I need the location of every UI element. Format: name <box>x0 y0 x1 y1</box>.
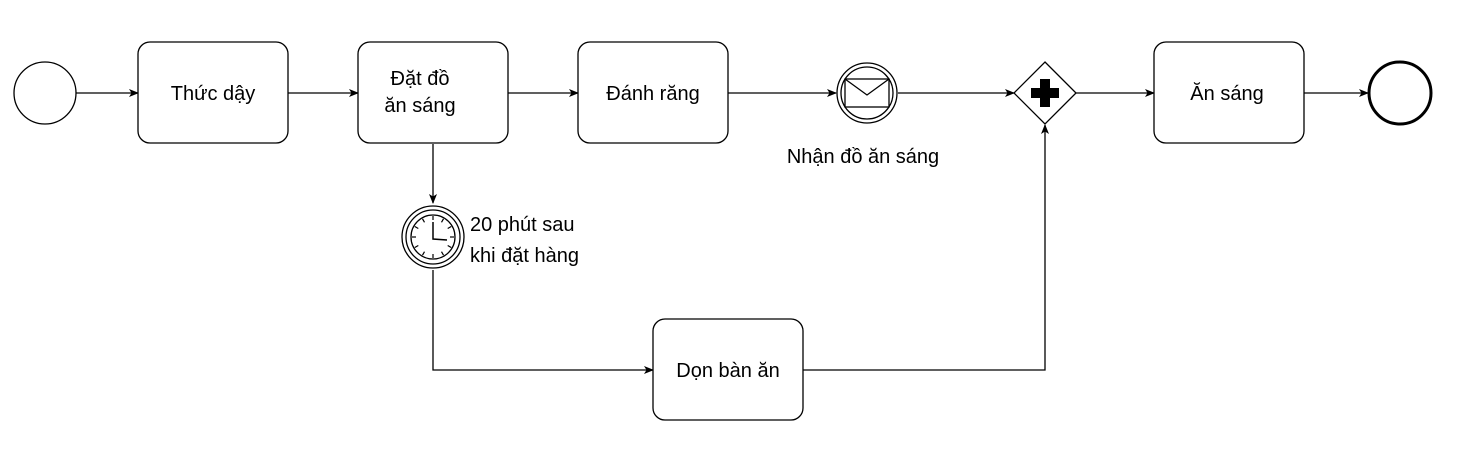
task-brush-teeth[interactable]: Đánh răng <box>577 41 729 144</box>
envelope-icon <box>844 78 890 108</box>
task-order-breakfast[interactable]: Đặt đồ ăn sáng <box>357 41 509 144</box>
task-order-breakfast-label-line2: ăn sáng <box>384 95 455 117</box>
message-event-label: Nhận đồ ăn sáng <box>787 146 939 168</box>
task-wake-up[interactable]: Thức dậy <box>137 41 289 144</box>
end-event[interactable] <box>1367 60 1433 126</box>
timer-event-label-line2: khi đặt hàng <box>470 245 579 267</box>
task-eat-breakfast-label: Ăn sáng <box>1190 82 1263 105</box>
task-brush-teeth-label: Đánh răng <box>606 83 699 105</box>
task-eat-breakfast[interactable]: Ăn sáng <box>1153 41 1305 144</box>
flow-timer-to-clear-table <box>432 270 654 374</box>
clock-icon <box>410 214 456 260</box>
task-wake-up-label: Thức dậy <box>171 83 256 105</box>
task-order-breakfast-label-line1: Đặt đồ <box>391 68 450 90</box>
task-clear-table-label: Dọn bàn ăn <box>676 360 779 382</box>
plus-icon <box>1031 79 1059 107</box>
timer-event[interactable] <box>401 205 465 269</box>
task-clear-table[interactable]: Dọn bàn ăn <box>652 318 804 421</box>
start-event[interactable] <box>13 61 77 125</box>
message-catch-event[interactable] <box>836 62 898 124</box>
parallel-gateway[interactable] <box>1013 61 1077 125</box>
flow-clear-table-to-gateway <box>803 124 1049 371</box>
timer-event-label-line1: 20 phút sau <box>470 214 575 236</box>
